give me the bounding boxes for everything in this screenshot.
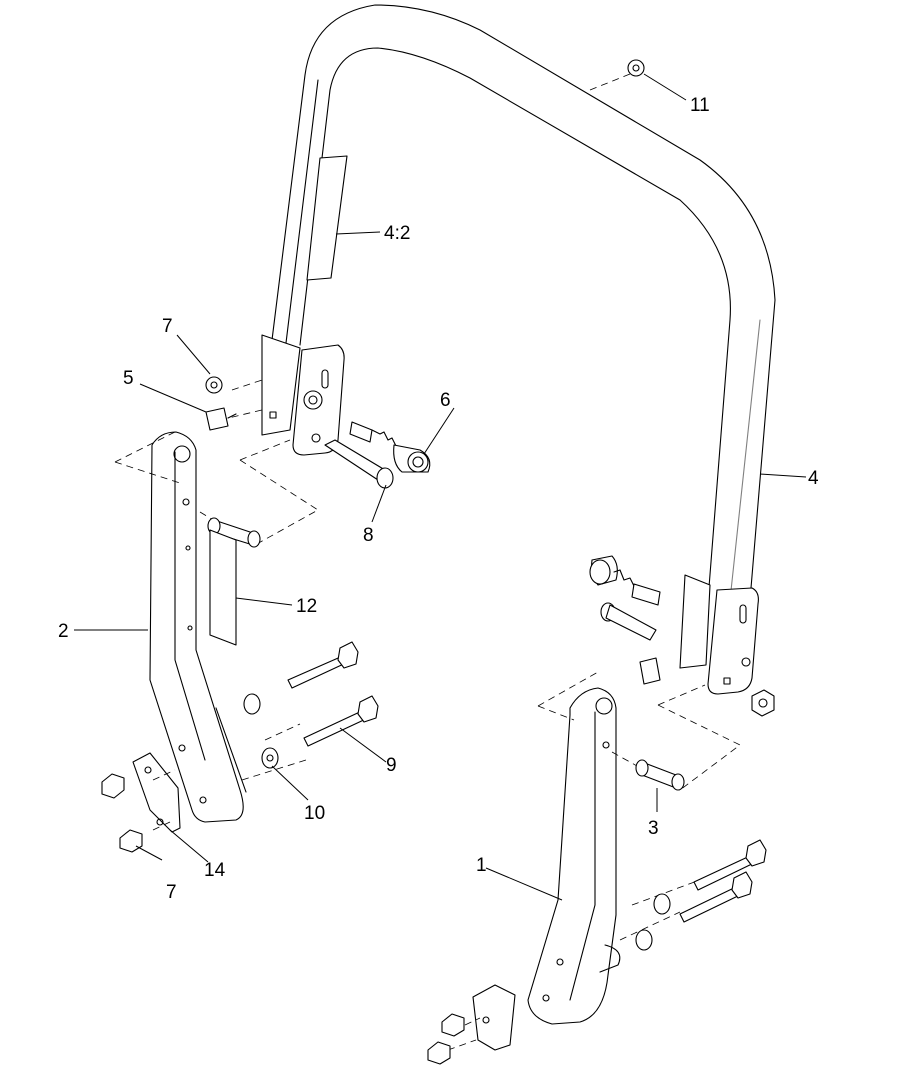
callout-1: 1 <box>476 855 487 876</box>
callout-7-top: 7 <box>162 316 173 337</box>
callout-9: 9 <box>386 755 397 776</box>
right-washers <box>635 893 671 951</box>
callout-11: 11 <box>690 95 710 116</box>
left-top-nut <box>205 376 223 394</box>
callout-4: 4 <box>808 468 819 489</box>
right-bolts <box>679 839 767 923</box>
callout-14: 14 <box>204 860 226 881</box>
assembly-guides <box>114 73 741 1051</box>
callout-7-bottom: 7 <box>166 882 177 903</box>
left-mount-bracket <box>149 431 247 823</box>
left-tab-plate <box>132 752 181 833</box>
right-tab-plate <box>472 984 516 1051</box>
callout-10: 10 <box>304 803 325 824</box>
left-bolt-upper <box>287 641 359 689</box>
callout-5: 5 <box>123 368 134 389</box>
left-clevis-pin <box>324 439 394 489</box>
right-flange-nuts <box>427 1013 465 1065</box>
right-mount-bracket <box>527 687 621 1025</box>
roll-bar-hoop <box>271 4 776 601</box>
callout-labels: 1 2 3 4 4:2 5 6 7 7 8 9 10 11 12 14 <box>58 95 819 903</box>
left-pivot-plate <box>261 334 345 456</box>
left-bolt-lower <box>303 695 379 747</box>
callout-3: 3 <box>648 818 659 839</box>
right-spacer-tube <box>635 759 685 791</box>
decal-strip <box>306 155 348 281</box>
callout-8: 8 <box>363 525 374 546</box>
right-clevis-pin <box>600 602 657 641</box>
left-washer-nut <box>303 390 323 410</box>
left-washers <box>243 693 279 769</box>
right-top-nut <box>751 689 775 717</box>
callout-2: 2 <box>58 621 69 642</box>
leader-lines <box>74 73 807 901</box>
callout-6: 6 <box>440 390 451 411</box>
left-decal <box>209 529 237 646</box>
left-flange-nuts <box>101 773 143 853</box>
right-latch-pin <box>589 555 661 606</box>
callout-12: 12 <box>296 596 317 617</box>
left-latch-pin <box>349 421 431 473</box>
top-nut-11 <box>627 59 645 77</box>
left-knob <box>205 407 237 431</box>
right-pivot-plate <box>679 574 759 695</box>
callout-4-2: 4:2 <box>384 223 410 244</box>
right-knob <box>639 657 661 685</box>
